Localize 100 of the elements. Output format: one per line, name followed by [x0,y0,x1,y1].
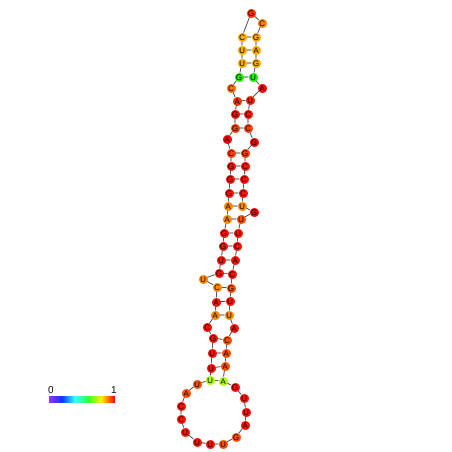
nucleotide-circle: U [240,394,248,402]
nucleotide-circle: U [192,380,202,388]
backbone-line [228,183,230,189]
nucleotide-circle: A [222,348,230,358]
nucleotide-circle: G [246,8,256,18]
backbone-line [244,214,250,218]
backbone-line [222,237,224,242]
backbone-line [230,292,232,297]
backbone-line [257,26,261,34]
base-pair-line [231,218,237,220]
nucleotide-circle: G [230,382,240,392]
backbone-line [214,306,216,311]
nucleotide-circle: G [250,208,258,216]
backbone-line [209,318,213,324]
backbone-line [230,170,232,175]
nucleotide-circle: C [222,336,232,344]
backbone-line [244,170,246,175]
backbone-line [206,274,216,278]
nucleotide-circle: A [210,310,220,320]
backbone-line [189,386,194,391]
base-pair-line [235,152,241,154]
backbone-line [242,183,244,189]
base-pair-line [233,192,239,194]
nucleotide-circle: A [212,298,220,306]
nucleotide-circle: C [244,110,252,118]
backbone-line [226,344,228,349]
backbone-line [212,342,214,349]
base-pair-line [228,232,234,234]
nucleotide-circle: C [202,322,212,332]
nucleotide-circle: U [226,296,234,306]
backbone-line [224,357,226,362]
base-pair-line [234,178,240,180]
nucleotide-circle: C [212,282,222,292]
backbone-line [246,208,250,210]
backbone-line [234,118,236,124]
nucleotide-circle: U [238,58,246,68]
backbone-line [247,145,252,150]
base-pair-line [243,76,249,78]
nucleotide-circle: U [242,408,250,416]
nucleotide-circle: G [226,162,236,170]
base-pair-line [216,352,222,354]
scale-value: 1 [111,385,117,396]
nucleotide-circle: U [198,274,208,284]
nucleotide-circle: U [248,72,258,82]
nucleotide-circle: G [220,228,228,238]
backbone-line [228,197,230,202]
nucleotide-circle: U [206,376,214,384]
backbone-line [210,372,212,376]
backbone-line [244,416,246,421]
nucleotide-circle: C [176,402,186,410]
nucleotide-circle: G [224,188,234,198]
nucleotide-circle: G [214,268,224,278]
nucleotide-circle: C [226,84,236,92]
base-pair-line [241,100,246,102]
nucleotide-circle: A [224,202,232,210]
nucleotide-circle: U [206,364,216,372]
nucleotide-circle: A [230,324,238,332]
nucleotide-circle: G [226,174,234,184]
nucleotide-circle: U [180,428,190,436]
nucleotide-circle: C [228,270,236,278]
nucleotide-circle: U [238,202,246,210]
backbone-line [249,132,253,138]
backbone-line [226,438,232,442]
nucleotide-circle: G [208,334,218,342]
backbone-line [210,357,212,364]
nucleotide-circle: C [240,174,248,184]
base-pair-line [221,286,227,288]
nucleotide-circle: C [258,18,266,28]
nucleotide-circle: C [176,414,186,424]
nucleotide-circle: A [220,362,230,370]
backbone-line [236,237,238,242]
backbone-line [244,157,246,162]
nucleotide-circle: U [218,440,228,448]
nucleotide-circle: U [224,310,234,320]
backbone-line [226,382,232,386]
nucleotide-circle: C [232,242,242,250]
nucleotide-circle: A [218,376,228,386]
base-pair-line [220,300,226,302]
backbone-line [242,197,244,202]
nucleotide-circle: U [236,214,246,224]
base-pair-line [246,36,252,38]
base-pair-line [214,380,219,382]
nucleotide-circle: A [182,388,190,398]
nucleotide-circle: A [230,256,240,264]
nucleotide-circle: U [208,348,216,358]
nucleotide-circle: A [258,84,266,92]
backbone-line [238,428,243,434]
nucleotide-circle: A [222,214,232,224]
nucleotide-circle: C [244,124,252,132]
nucleotide-circle: G [252,58,260,68]
nucleotide-circle: G [226,284,236,292]
nucleotide-circle: U [238,46,246,54]
nucleotide-circle: G [218,242,228,250]
nucleotide-circle: G [234,72,244,82]
nucleotide-circle: U [192,438,202,446]
base-pair-line [246,62,252,64]
base-pair-line [223,272,228,274]
nucleotide-circle: G [230,124,240,132]
nucleotide-circle: C [226,148,236,158]
backbone-line [230,157,232,162]
